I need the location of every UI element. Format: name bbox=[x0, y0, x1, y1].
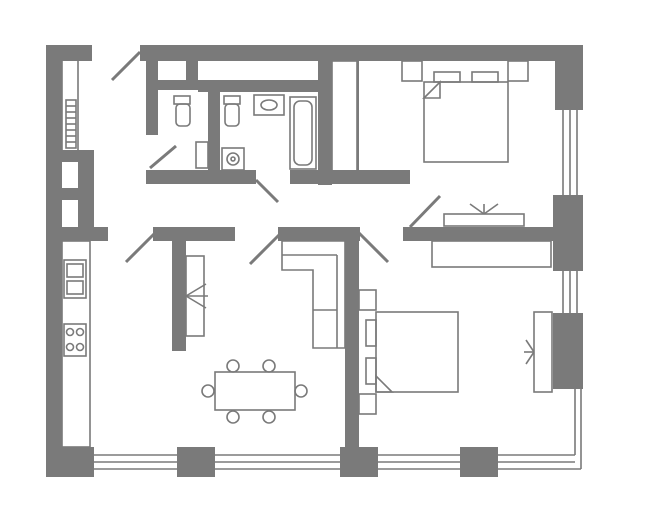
wall-right-top bbox=[555, 45, 583, 110]
bedroom-2-furniture bbox=[358, 289, 553, 415]
door-bathroom bbox=[149, 144, 177, 170]
wall-left-block-1 bbox=[62, 150, 94, 162]
nightstand-1a bbox=[401, 60, 423, 82]
wall-left bbox=[46, 45, 62, 477]
wall-bottom-pier-2 bbox=[340, 447, 378, 477]
wall-right-pier-1 bbox=[553, 195, 583, 271]
door-bedroom-1 bbox=[408, 194, 442, 229]
wall-top bbox=[140, 45, 583, 61]
bathroom-fixtures bbox=[173, 94, 317, 171]
wardrobe-1 bbox=[331, 60, 358, 172]
wall-bath-inner-beam bbox=[198, 80, 320, 92]
toilet-1 bbox=[173, 95, 191, 127]
radiator-bedroom-2 bbox=[524, 311, 553, 393]
wall-left-block-3 bbox=[62, 227, 108, 241]
door-entrance bbox=[110, 50, 142, 82]
wall-bottom-pier-3 bbox=[460, 447, 498, 477]
wall-wardrobe-back bbox=[357, 61, 359, 171]
doors bbox=[110, 50, 442, 266]
wall-bottom-corner-left bbox=[46, 447, 94, 477]
window-right-2 bbox=[562, 271, 578, 313]
chair bbox=[262, 410, 276, 424]
wall-partition-right bbox=[403, 227, 555, 241]
wall-left-block-2 bbox=[62, 188, 94, 200]
corner-sofa bbox=[281, 240, 346, 349]
door-bedroom-2 bbox=[356, 230, 390, 264]
kitchen-counter bbox=[61, 240, 91, 448]
bathtub bbox=[289, 96, 317, 170]
chair bbox=[226, 359, 240, 373]
door-living bbox=[248, 232, 282, 266]
radiator-left bbox=[65, 99, 77, 149]
washing-machine bbox=[221, 147, 245, 171]
chair bbox=[226, 410, 240, 424]
kitchen-sink bbox=[63, 259, 87, 299]
window-bottom-3 bbox=[378, 454, 460, 470]
kitchen bbox=[61, 240, 91, 448]
door-toilet bbox=[254, 178, 280, 204]
chair bbox=[294, 384, 308, 398]
windows bbox=[61, 61, 582, 470]
window-right-1 bbox=[562, 110, 578, 195]
wall-bath-divider-1 bbox=[208, 80, 220, 184]
shower-drain bbox=[195, 141, 209, 169]
radiator-bedroom-1 bbox=[443, 203, 525, 227]
nightstand-2b bbox=[358, 393, 377, 415]
door-kitchen bbox=[124, 230, 158, 264]
chair bbox=[201, 384, 215, 398]
dining-table bbox=[201, 359, 308, 424]
walls bbox=[46, 45, 583, 477]
desk-bedroom-1 bbox=[431, 240, 552, 268]
radiator-living bbox=[185, 255, 208, 337]
double-bed-2 bbox=[365, 311, 459, 393]
wall-partition-left bbox=[153, 227, 235, 241]
wall-bath-top-inner bbox=[158, 80, 198, 90]
chair bbox=[262, 359, 276, 373]
wall-kitchen-stub bbox=[172, 241, 186, 351]
nightstand-2a bbox=[358, 289, 377, 311]
window-bottom-1 bbox=[94, 454, 177, 470]
living-area bbox=[185, 240, 346, 424]
wall-bedroom-divider bbox=[345, 241, 359, 447]
wall-bath-bottom-left bbox=[146, 170, 256, 184]
double-bed-1 bbox=[422, 71, 509, 163]
window-bottom-2 bbox=[215, 454, 340, 470]
wall-partition-mid bbox=[278, 227, 360, 241]
nightstand-1b bbox=[507, 60, 529, 82]
kitchen-stove bbox=[63, 323, 87, 357]
window-left bbox=[61, 61, 79, 150]
bathroom-sink bbox=[253, 94, 285, 116]
wall-bath-bottom-right bbox=[290, 170, 410, 184]
wall-bottom-pier-1 bbox=[177, 447, 215, 477]
wall-right-pier-2 bbox=[553, 313, 583, 389]
toilet-2 bbox=[223, 95, 241, 127]
wall-bath-column-right bbox=[318, 61, 332, 185]
wall-bath-column bbox=[186, 61, 198, 90]
window-bottom-4 bbox=[498, 389, 582, 470]
bedroom-1-furniture bbox=[331, 60, 552, 268]
wall-bath-left bbox=[146, 61, 158, 135]
